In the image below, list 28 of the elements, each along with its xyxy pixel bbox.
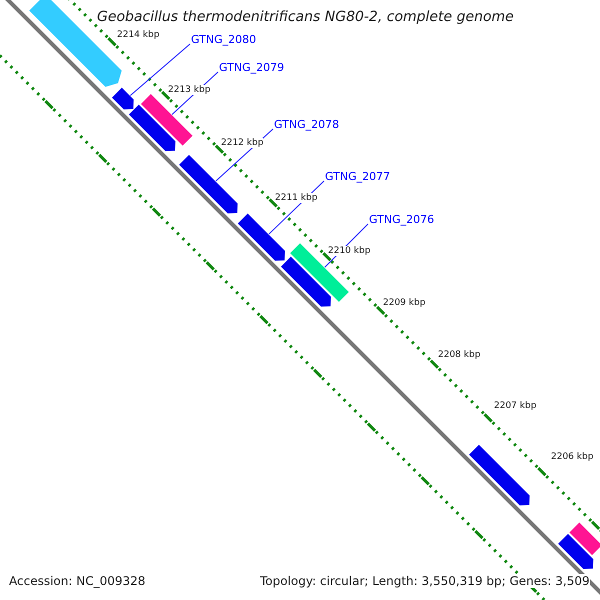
gene-feature (290, 243, 349, 302)
title: Geobacillus thermodenitrificans NG80-2, complete genome (97, 9, 514, 25)
scale-label: 2209 kbp (383, 298, 426, 308)
gene-label: GTNG_2080 (191, 33, 256, 46)
gene-feature (569, 522, 600, 556)
scale-label: 2208 kbp (438, 350, 480, 360)
gene-feature (558, 534, 594, 570)
gene-label: GTNG_2077 (325, 170, 390, 183)
scale-label: 2212 kbp (221, 138, 264, 148)
gene-feature (280, 256, 331, 307)
scale-label: 2207 kbp (494, 401, 536, 411)
scale-label: 2206 kbp (551, 452, 594, 462)
scale-label: 2213 kbp (168, 85, 210, 95)
gene-feature (469, 444, 530, 506)
gene-feature (128, 104, 176, 152)
scale-label: 2214 kbp (117, 30, 160, 40)
scale-label: 2210 kbp (328, 246, 370, 256)
gene-label: GTNG_2076 (369, 213, 434, 226)
footer-text: Topology: circular; Length: 3,550,319 bp; Genes: 3,509 (260, 574, 590, 588)
gene-label: GTNG_2078 (274, 118, 340, 131)
footer-text: Accession: NC_009328 (9, 574, 146, 588)
gene-feature (179, 154, 238, 214)
gene-feature (140, 94, 193, 146)
scale-label: 2211 kbp (275, 193, 318, 203)
leader-line (130, 44, 190, 96)
gene-feature (238, 214, 285, 261)
gene-label: GTNG_2079 (219, 61, 284, 74)
gene-feature (112, 88, 134, 110)
